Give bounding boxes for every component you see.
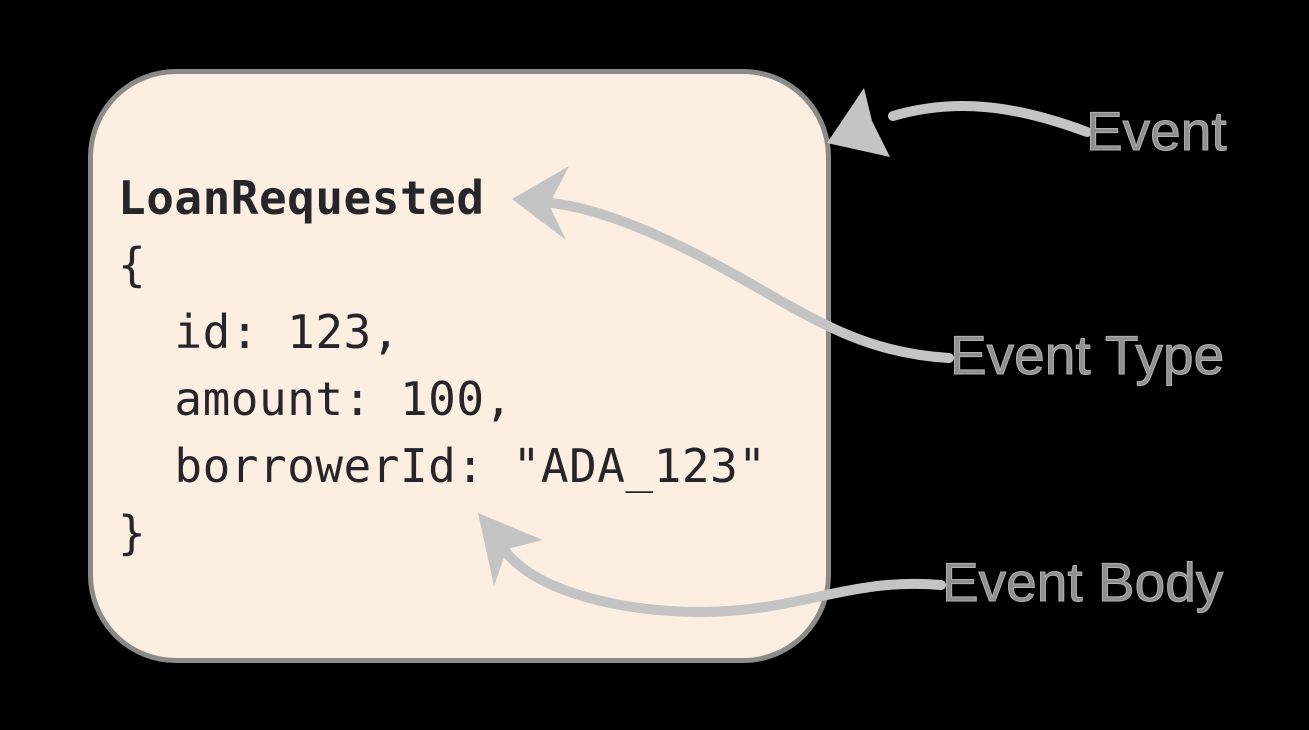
annotation-label-event: Event	[1086, 100, 1228, 162]
event-arrow-line	[888, 101, 1092, 137]
event-arrow	[827, 88, 1092, 157]
event-card: LoanRequested { id: 123, amount: 100, bo…	[88, 69, 831, 663]
event-type-arrow	[512, 166, 954, 363]
event-code-block: LoanRequested { id: 123, amount: 100, bo…	[93, 74, 826, 567]
event-body-field-borrower-id: borrowerId: "ADA_123"	[118, 439, 767, 493]
event-body-arrowhead-icon	[478, 513, 543, 586]
annotation-label-event-type: Event Type	[949, 324, 1225, 386]
event-arrowhead-icon	[827, 88, 890, 157]
event-body-close-brace: }	[118, 506, 147, 560]
event-body-open-brace: {	[118, 238, 147, 292]
annotation-label-event-body: Event Body	[941, 551, 1224, 613]
event-type-arrow-line	[546, 198, 954, 363]
event-type-name: LoanRequested	[118, 171, 485, 225]
event-body-arrow-line	[500, 546, 946, 617]
event-body-field-id: id: 123,	[118, 305, 400, 359]
event-type-arrowhead-icon	[512, 166, 569, 240]
event-body-field-amount: amount: 100,	[118, 372, 513, 426]
event-body-arrow	[478, 513, 946, 617]
